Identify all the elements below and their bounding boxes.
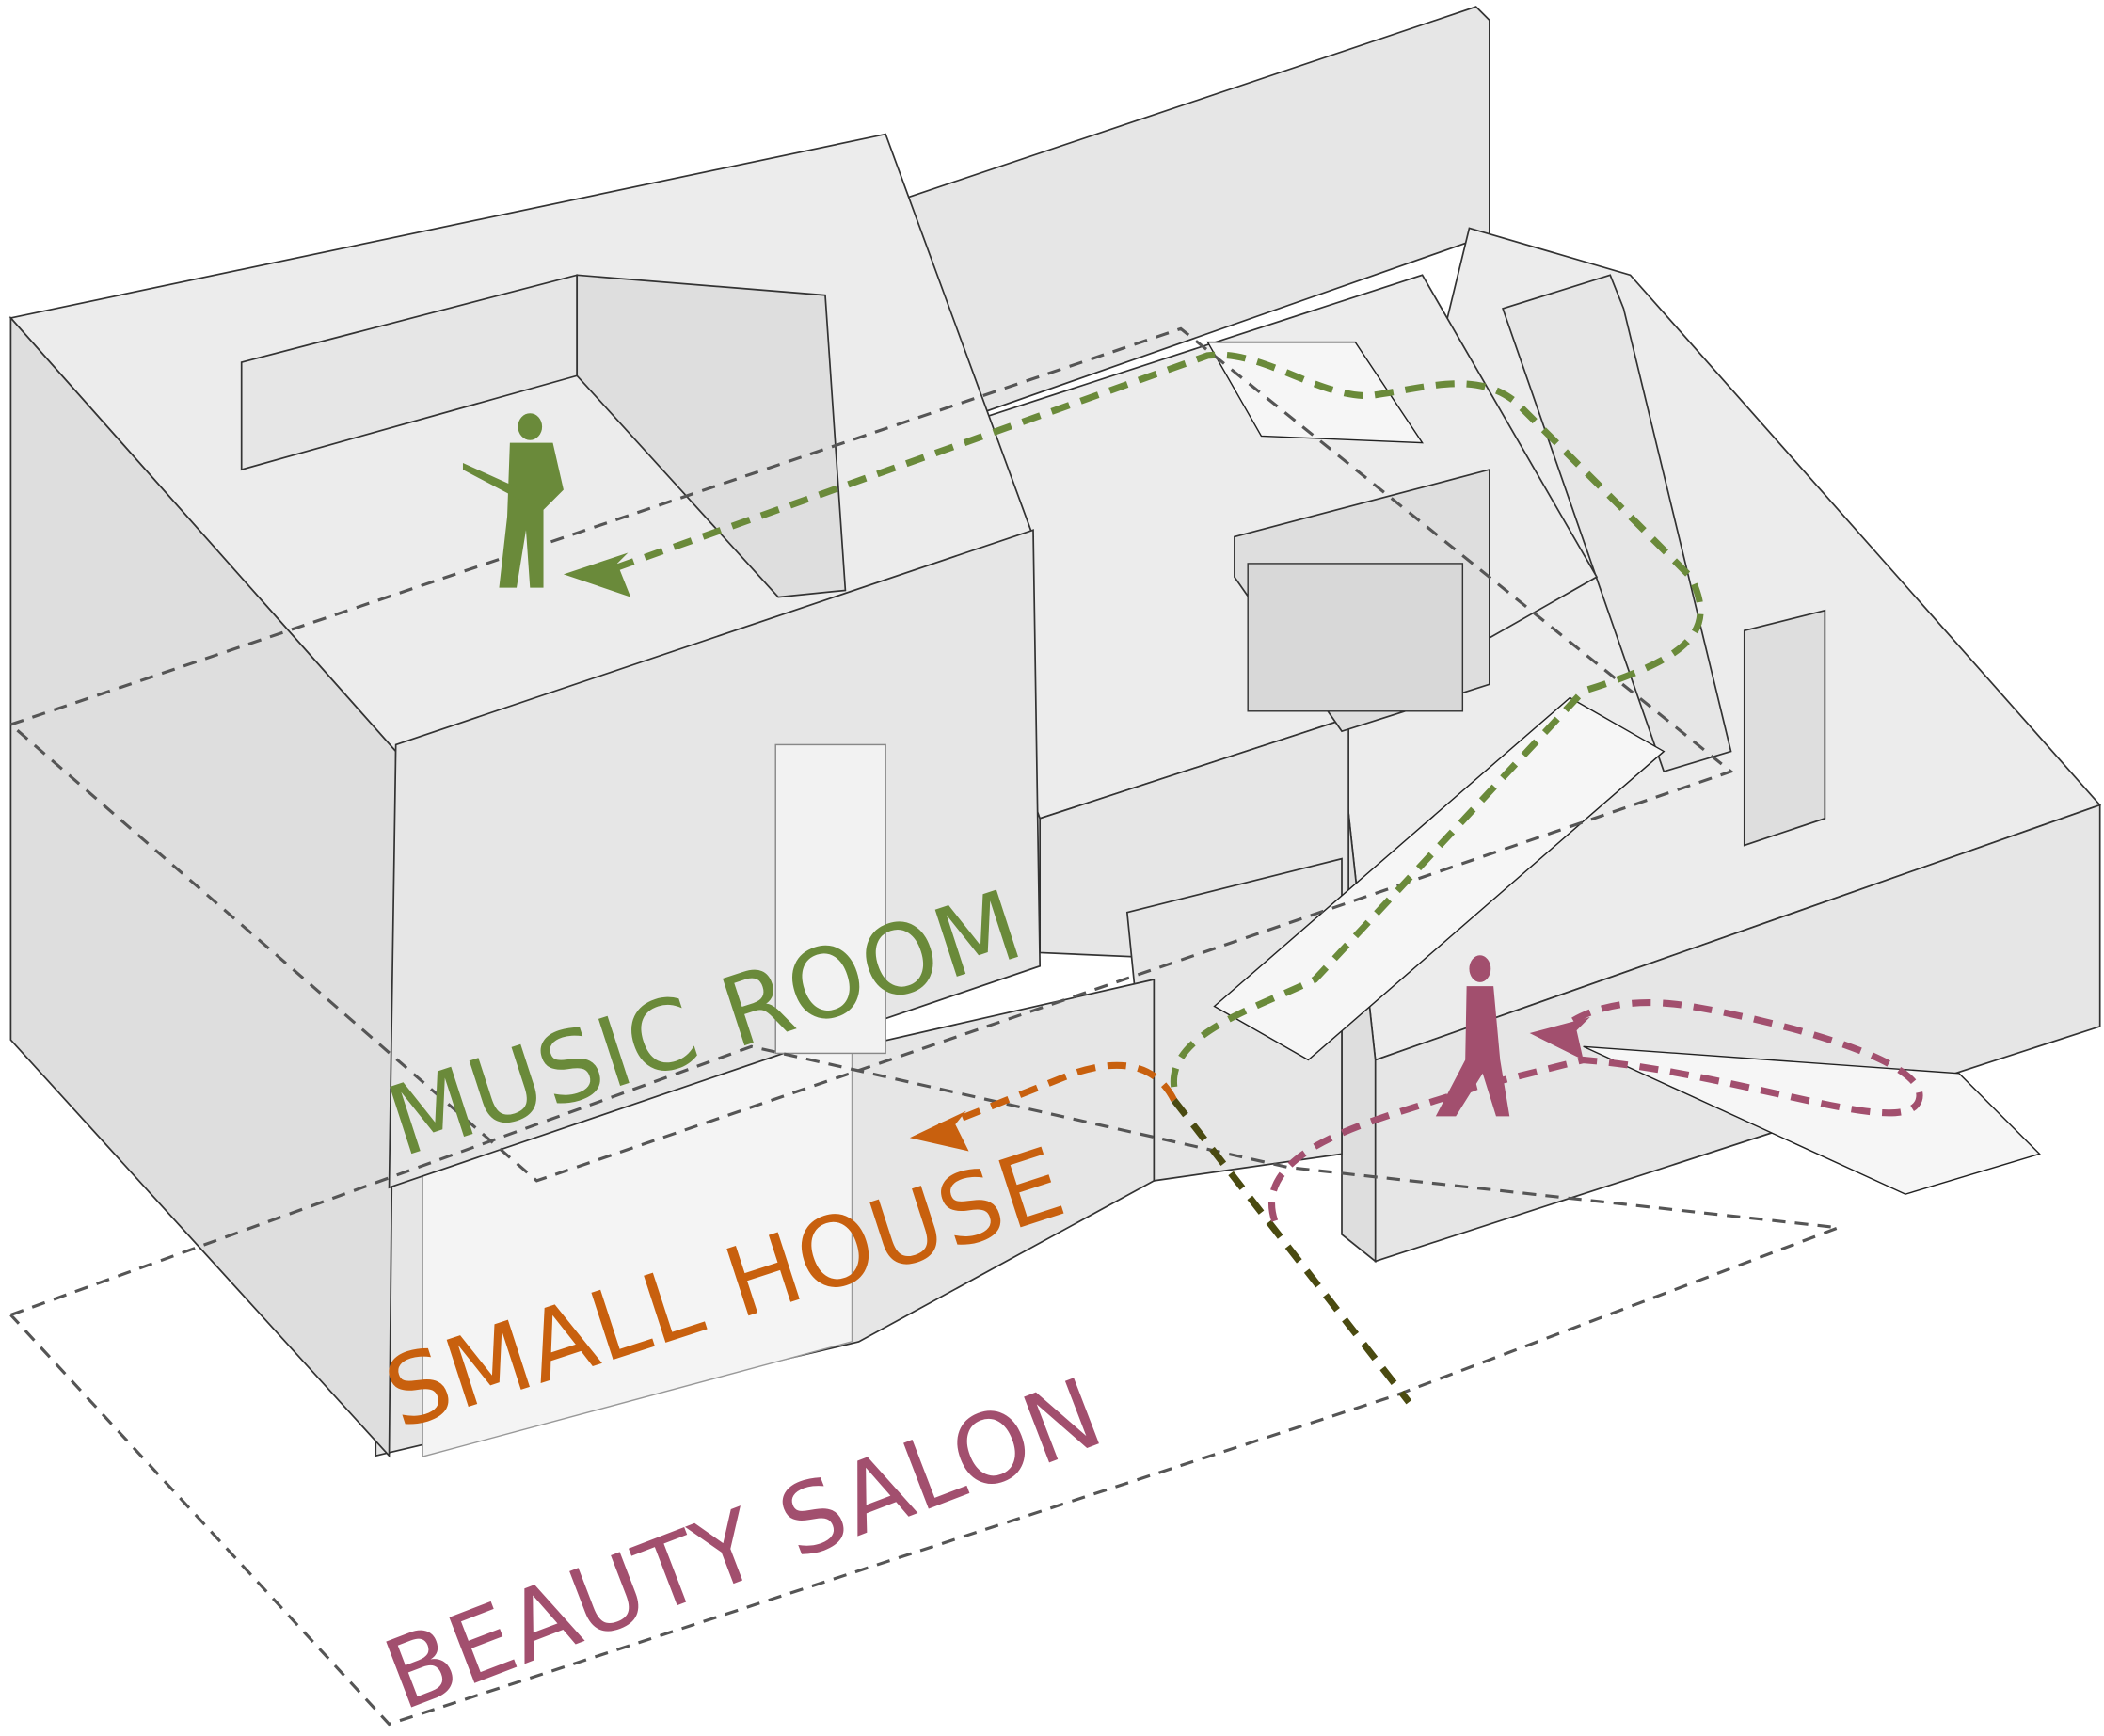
guitarist-silhouette <box>462 413 564 588</box>
shared-entry-path <box>1171 1098 1412 1405</box>
music-arrow-icon <box>563 552 631 597</box>
small-house-path <box>937 1061 1177 1131</box>
beauty-salon-path <box>1268 999 1923 1222</box>
middle-volume <box>904 274 1599 1182</box>
small-house-arrow-icon <box>909 1110 969 1152</box>
walking-woman-silhouette <box>1435 955 1510 1117</box>
music-room-path <box>589 351 1704 1088</box>
zone-outline-small <box>9 1044 1840 1727</box>
zone-outline-music <box>9 326 1734 1183</box>
beauty-salon-arrow-icon <box>1529 1016 1590 1060</box>
